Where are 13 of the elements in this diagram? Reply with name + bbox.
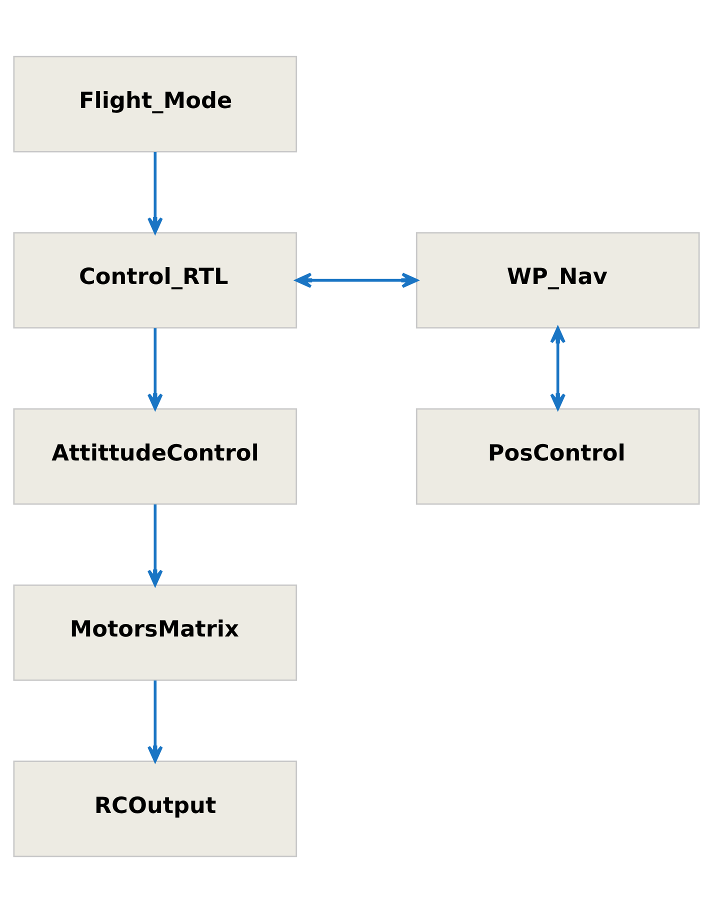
arrow xyxy=(147,504,163,586)
arrow xyxy=(295,272,418,288)
node-box: PosControl xyxy=(416,408,700,505)
node-box: RCOutput xyxy=(13,760,298,858)
node-box: WP_Nav xyxy=(416,232,700,329)
arrow xyxy=(550,326,566,410)
node-box: MotorsMatrix xyxy=(13,584,298,681)
node-box: AttittudeControl xyxy=(13,408,298,505)
arrow xyxy=(147,328,163,410)
node-box: Control_RTL xyxy=(13,232,298,329)
arrow xyxy=(147,152,163,234)
arrow xyxy=(147,680,163,762)
node-box: Flight_Mode xyxy=(13,56,298,152)
